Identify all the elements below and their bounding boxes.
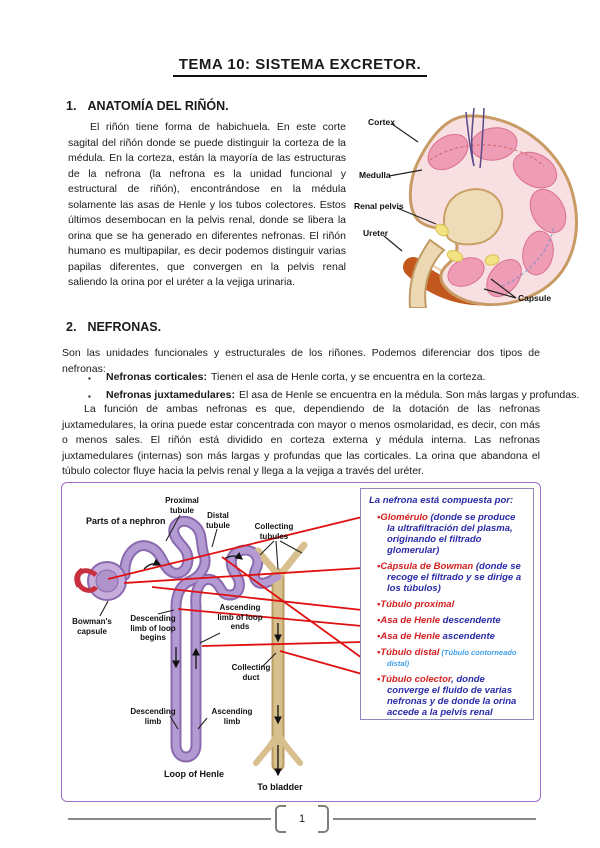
bullet-icon: •: [377, 674, 381, 685]
list-item: ▪ Nefronas juxtamedulares: El asa de Hen…: [88, 387, 579, 405]
bullet-icon: •: [377, 512, 381, 523]
list-item: ▪ Nefronas corticales: Tienen el asa de …: [88, 369, 579, 387]
proximal-tubule-shape: [121, 517, 209, 611]
nephron-info-box: La nefrona está compuesta por: •Glomérul…: [360, 488, 534, 720]
red-connector-lines: [107, 516, 363, 675]
label-loop-of-henle: Loop of Henle: [164, 769, 224, 779]
arcuate-artery-dashes: [429, 144, 545, 167]
bullet-icon: ▪: [88, 374, 91, 383]
label-ascending-ends: Ascending limb of loop ends: [217, 603, 263, 631]
kidney-diagram: Cortex Medulla Renal pelvis Ureter Capsu…: [352, 108, 597, 308]
arterioles: [74, 567, 99, 593]
medulla-pyramids: [427, 127, 567, 297]
info-item: •Túbulo distal(Túbulo contorneado distal…: [377, 647, 517, 668]
label-descending-limb: Descending limb: [130, 707, 176, 726]
info-item: •Asa de Henle descendente: [377, 615, 501, 626]
section2-heading: 2. NEFRONAS.: [66, 320, 161, 334]
loop-of-henle-shape: [172, 603, 200, 761]
kidney-label-lines: [383, 123, 517, 299]
label-ureter: Ureter: [363, 228, 389, 238]
page-title: TEMA 10: SISTEMA EXCRETOR.: [0, 56, 600, 77]
renal-fat-blobs: [435, 223, 500, 266]
nephron-illustration: [74, 514, 363, 777]
info-item: •Túbulo colector, donde converge el flui…: [377, 674, 517, 718]
label-parts-of-nephron: Parts of a nephron: [86, 516, 166, 526]
info-item: •Glomérulo (donde se produce la ultrafil…: [377, 512, 516, 556]
label-collecting-tubules: Collecting tubules: [254, 522, 294, 541]
label-capsule: Capsule: [518, 293, 552, 303]
label-proximal-tubule: Proximal tubule: [165, 496, 199, 515]
info-box-header: La nefrona está compuesta por:: [369, 495, 514, 506]
bullet-icon: •: [377, 647, 381, 658]
label-ascending-limb: Ascending limb: [211, 707, 253, 726]
renal-pelvis-shape: [443, 188, 504, 246]
label-bowmans-capsule: Bowman's capsule: [72, 617, 112, 636]
glomerulus-shape: [95, 569, 119, 593]
section1-number: 1.: [66, 99, 77, 113]
page-number-bracket-left: [274, 805, 286, 833]
renal-vessels-top: [465, 108, 485, 169]
label-distal-tubule: Distal tubule: [206, 511, 230, 530]
ureter-shape: [408, 238, 446, 308]
info-item: •Túbulo proximal: [377, 599, 455, 610]
footer-line-right: [333, 818, 536, 820]
section2-intro: Son las unidades funcionales y estructur…: [62, 347, 540, 375]
nephron-label-lines: [99, 514, 303, 730]
bullet-icon: •: [377, 599, 381, 610]
page-number: 1: [298, 813, 306, 825]
footer-line-left: [68, 818, 271, 820]
section2-number: 2.: [66, 320, 77, 334]
distal-tubule-shape: [192, 546, 282, 611]
page-footer: 1: [68, 804, 536, 834]
section1-paragraph: El riñón tiene forma de habichuela. En e…: [68, 121, 346, 288]
page-number-bracket-right: [318, 805, 330, 833]
label-descending-begins: Descending limb of loop begins: [130, 614, 176, 642]
bullet-icon: •: [377, 615, 381, 626]
flow-arrows: [143, 551, 282, 777]
section2-title: NEFRONAS.: [87, 320, 162, 334]
label-medulla: Medulla: [359, 170, 391, 180]
info-item: •Cápsula de Bowman (donde se recoge el f…: [377, 561, 522, 594]
nephron-figure: Parts of a nephron Proximal tubule Dista…: [61, 482, 541, 802]
tubules: [121, 517, 282, 761]
section1-title: ANATOMÍA DEL RIÑÓN.: [87, 99, 229, 113]
section2-paragraph: La función de ambas nefronas es que, dep…: [62, 403, 540, 477]
bullet-icon: •: [377, 631, 381, 642]
kidney-illustration: [383, 108, 578, 308]
nephron-types-list: ▪ Nefronas corticales: Tienen el asa de …: [88, 369, 579, 405]
label-to-bladder: To bladder: [257, 782, 303, 792]
info-item: •Asa de Henle ascendente: [377, 631, 495, 642]
bullet-icon: ▪: [88, 392, 91, 401]
bullet-icon: •: [377, 561, 381, 572]
section1-heading: 1. ANATOMÍA DEL RIÑÓN.: [66, 99, 229, 113]
label-cortex: Cortex: [368, 117, 395, 127]
label-collecting-duct: Collecting duct: [231, 663, 271, 682]
label-renal-pelvis: Renal pelvis: [354, 201, 404, 211]
